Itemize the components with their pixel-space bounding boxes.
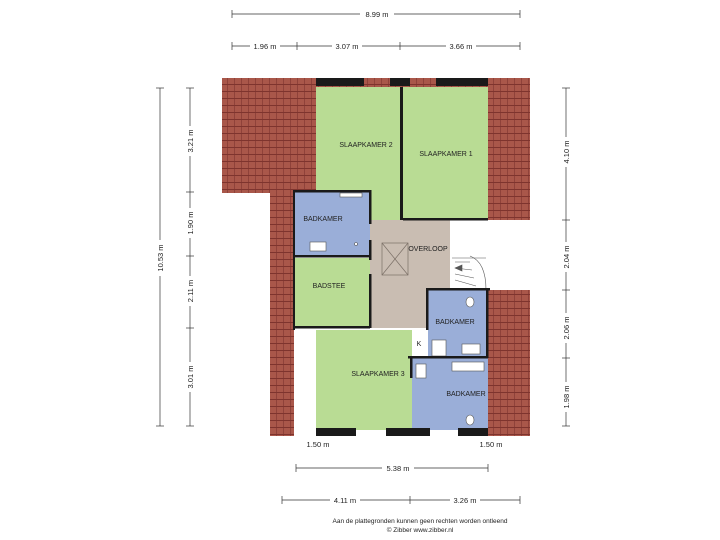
- dim-bottom-seg-2: 3.26 m: [454, 496, 477, 505]
- room-badstee: [294, 258, 370, 328]
- toilet-bottom: [465, 414, 475, 426]
- shower-mid: [431, 339, 447, 357]
- label-slaapkamer-2: SLAAPKAMER 2: [339, 142, 392, 149]
- double-sink-bottom: [451, 361, 485, 372]
- dim-bottom-small-left: 1.50 m: [307, 440, 330, 449]
- void-cross: [381, 242, 409, 276]
- room-badkamer-top: [294, 192, 370, 255]
- fixtures: [309, 192, 485, 426]
- label-badstee: BADSTEE: [313, 283, 346, 290]
- label-kast: K: [417, 341, 422, 348]
- dim-top-seg-3: 3.66 m: [450, 42, 473, 51]
- dim-bottom-seg-1: 4.11 m: [334, 496, 356, 505]
- dim-left-seg-2: 1.90 m: [186, 212, 195, 235]
- shower-bottom: [415, 363, 427, 379]
- roof-top-right: [488, 78, 530, 220]
- toilet-mid: [465, 296, 475, 308]
- dim-bottom-small-right: 1.50 m: [480, 440, 503, 449]
- dim-top-seg-1: 1.96 m: [254, 42, 277, 51]
- roof-bottom-right: [488, 290, 530, 436]
- room-slaapkamer-3: [316, 330, 412, 430]
- rooms: [294, 87, 526, 430]
- label-badkamer-bottom: BADKAMER: [446, 391, 485, 398]
- tap-top: [354, 242, 358, 246]
- dim-right-seg-3: 2.06 m: [562, 317, 571, 340]
- room-labels: SLAAPKAMER 2 SLAAPKAMER 1 BADKAMER OVERL…: [303, 142, 485, 398]
- dim-top-total: 8.99 m: [366, 10, 389, 19]
- sink-top: [309, 241, 327, 252]
- room-stair-area: [450, 220, 526, 290]
- footer-disclaimer: Aan de plattegronden kunnen geen rechten…: [333, 518, 508, 525]
- dim-left-seg-3: 2.11 m: [186, 280, 195, 302]
- walls: [293, 78, 490, 436]
- footer-copyright: © Zibber www.zibber.nl: [387, 526, 454, 534]
- dimension-labels: 8.99 m 1.96 m 3.07 m 3.66 m 10.53 m 3.21…: [154, 8, 572, 505]
- dim-right-seg-4: 1.98 m: [562, 386, 571, 409]
- shower-top: [339, 192, 363, 198]
- dim-top-seg-2: 3.07 m: [336, 42, 359, 51]
- roof-left-side: [270, 193, 294, 436]
- dim-left-seg-1: 3.21 m: [186, 130, 195, 153]
- dim-left-seg-4: 3.01 m: [186, 366, 195, 389]
- dim-left-total: 10.53 m: [156, 244, 165, 271]
- label-slaapkamer-1: SLAAPKAMER 1: [419, 151, 472, 158]
- dim-bottom-total: 5.38 m: [387, 464, 410, 473]
- staircase: [452, 255, 487, 291]
- dim-right-seg-1: 4.10 m: [562, 141, 571, 164]
- label-badkamer-top: BADKAMER: [303, 216, 342, 223]
- roof-top-left: [222, 78, 316, 193]
- room-slaapkamer-1: [402, 87, 488, 220]
- sink-mid: [461, 343, 481, 355]
- room-kast: [408, 328, 428, 358]
- label-slaapkamer-3: SLAAPKAMER 3: [351, 371, 404, 378]
- label-badkamer-mid: BADKAMER: [435, 319, 474, 326]
- footer: Aan de plattegronden kunnen geen rechten…: [333, 518, 508, 534]
- label-overloop: OVERLOOP: [408, 246, 448, 253]
- dim-right-seg-2: 2.04 m: [562, 246, 571, 269]
